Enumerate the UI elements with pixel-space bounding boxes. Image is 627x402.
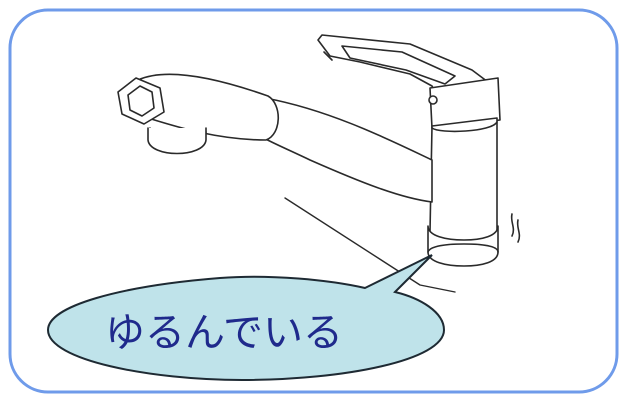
spout-arm (249, 97, 433, 203)
vibration-marks (510, 213, 521, 243)
callout-bubble (46, 254, 446, 382)
faucet-drawing (117, 34, 521, 293)
faucet-column (429, 117, 498, 245)
callout-text: ゆるんでいる (105, 310, 343, 356)
